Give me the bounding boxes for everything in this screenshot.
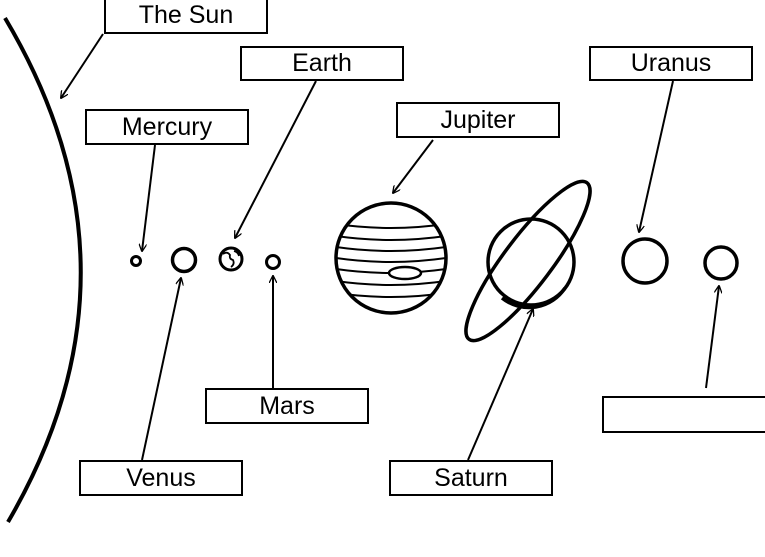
jupiter-planet (334, 201, 448, 315)
mars-label: Mars (205, 388, 369, 424)
venus-label: Venus (79, 460, 243, 496)
saturn-planet (464, 179, 592, 343)
earth-arrow (235, 80, 317, 238)
mercury-arrow (142, 144, 156, 251)
sun-arrow (61, 33, 104, 98)
sun-arc (3, 16, 83, 524)
mercury-label: Mercury (85, 109, 249, 145)
uranus-planet (621, 237, 669, 285)
earth-label: Earth (240, 46, 404, 81)
neptune-arrow (705, 286, 719, 389)
venus-planet (170, 246, 198, 274)
blank-label-box[interactable] (602, 396, 765, 433)
mars-planet (265, 254, 281, 270)
venus-arrow (141, 278, 181, 461)
uranus-arrow (639, 80, 674, 232)
jupiter-arrow (393, 139, 434, 193)
neptune-planet (703, 245, 739, 281)
saturn-arrow (467, 309, 533, 461)
mercury-planet (130, 255, 142, 267)
uranus-label: Uranus (589, 46, 753, 81)
saturn-label: Saturn (389, 460, 553, 496)
earth-planet (218, 246, 244, 272)
sun-label: The Sun (104, 0, 268, 34)
jupiter-label: Jupiter (396, 102, 560, 138)
